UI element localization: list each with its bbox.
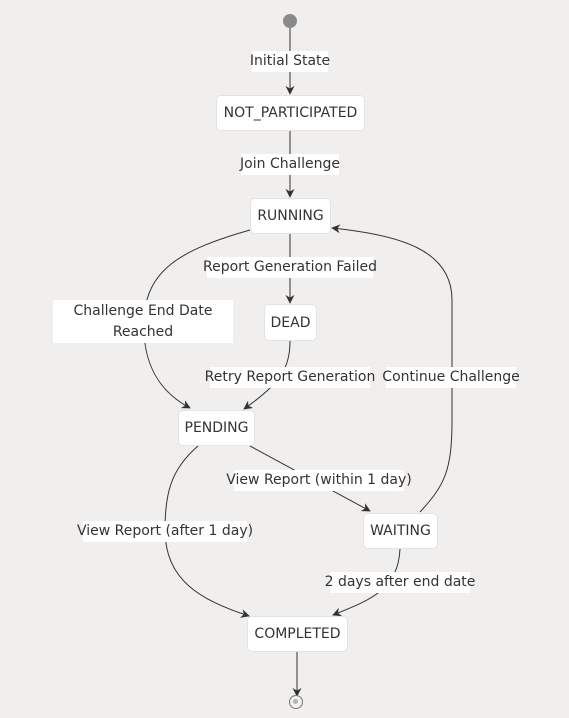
label-view-report-after-1-day: View Report (after 1 day) xyxy=(77,521,253,542)
label-continue-challenge: Continue Challenge xyxy=(382,367,520,388)
final-state-marker xyxy=(289,695,303,709)
initial-state-marker xyxy=(283,14,297,28)
state-pending[interactable]: PENDING xyxy=(178,410,255,446)
label-view-report-within-1-day: View Report (within 1 day) xyxy=(226,470,412,491)
label-2-days-after-end-date: 2 days after end date xyxy=(325,572,475,593)
label-retry-report-generation: Retry Report Generation xyxy=(205,367,375,388)
state-not-participated[interactable]: NOT_PARTICIPATED xyxy=(216,95,365,131)
state-running[interactable]: RUNNING xyxy=(250,198,331,234)
label-report-generation-failed: Report Generation Failed xyxy=(203,257,377,278)
state-completed[interactable]: COMPLETED xyxy=(247,616,348,652)
label-join-challenge: Join Challenge xyxy=(240,154,340,175)
state-waiting[interactable]: WAITING xyxy=(363,513,438,549)
edge-continue-challenge xyxy=(331,224,453,513)
label-challenge-end-date-reached: Challenge End Date Reached xyxy=(53,300,233,343)
state-dead[interactable]: DEAD xyxy=(264,304,317,341)
label-initial-state: Initial State xyxy=(250,51,330,72)
